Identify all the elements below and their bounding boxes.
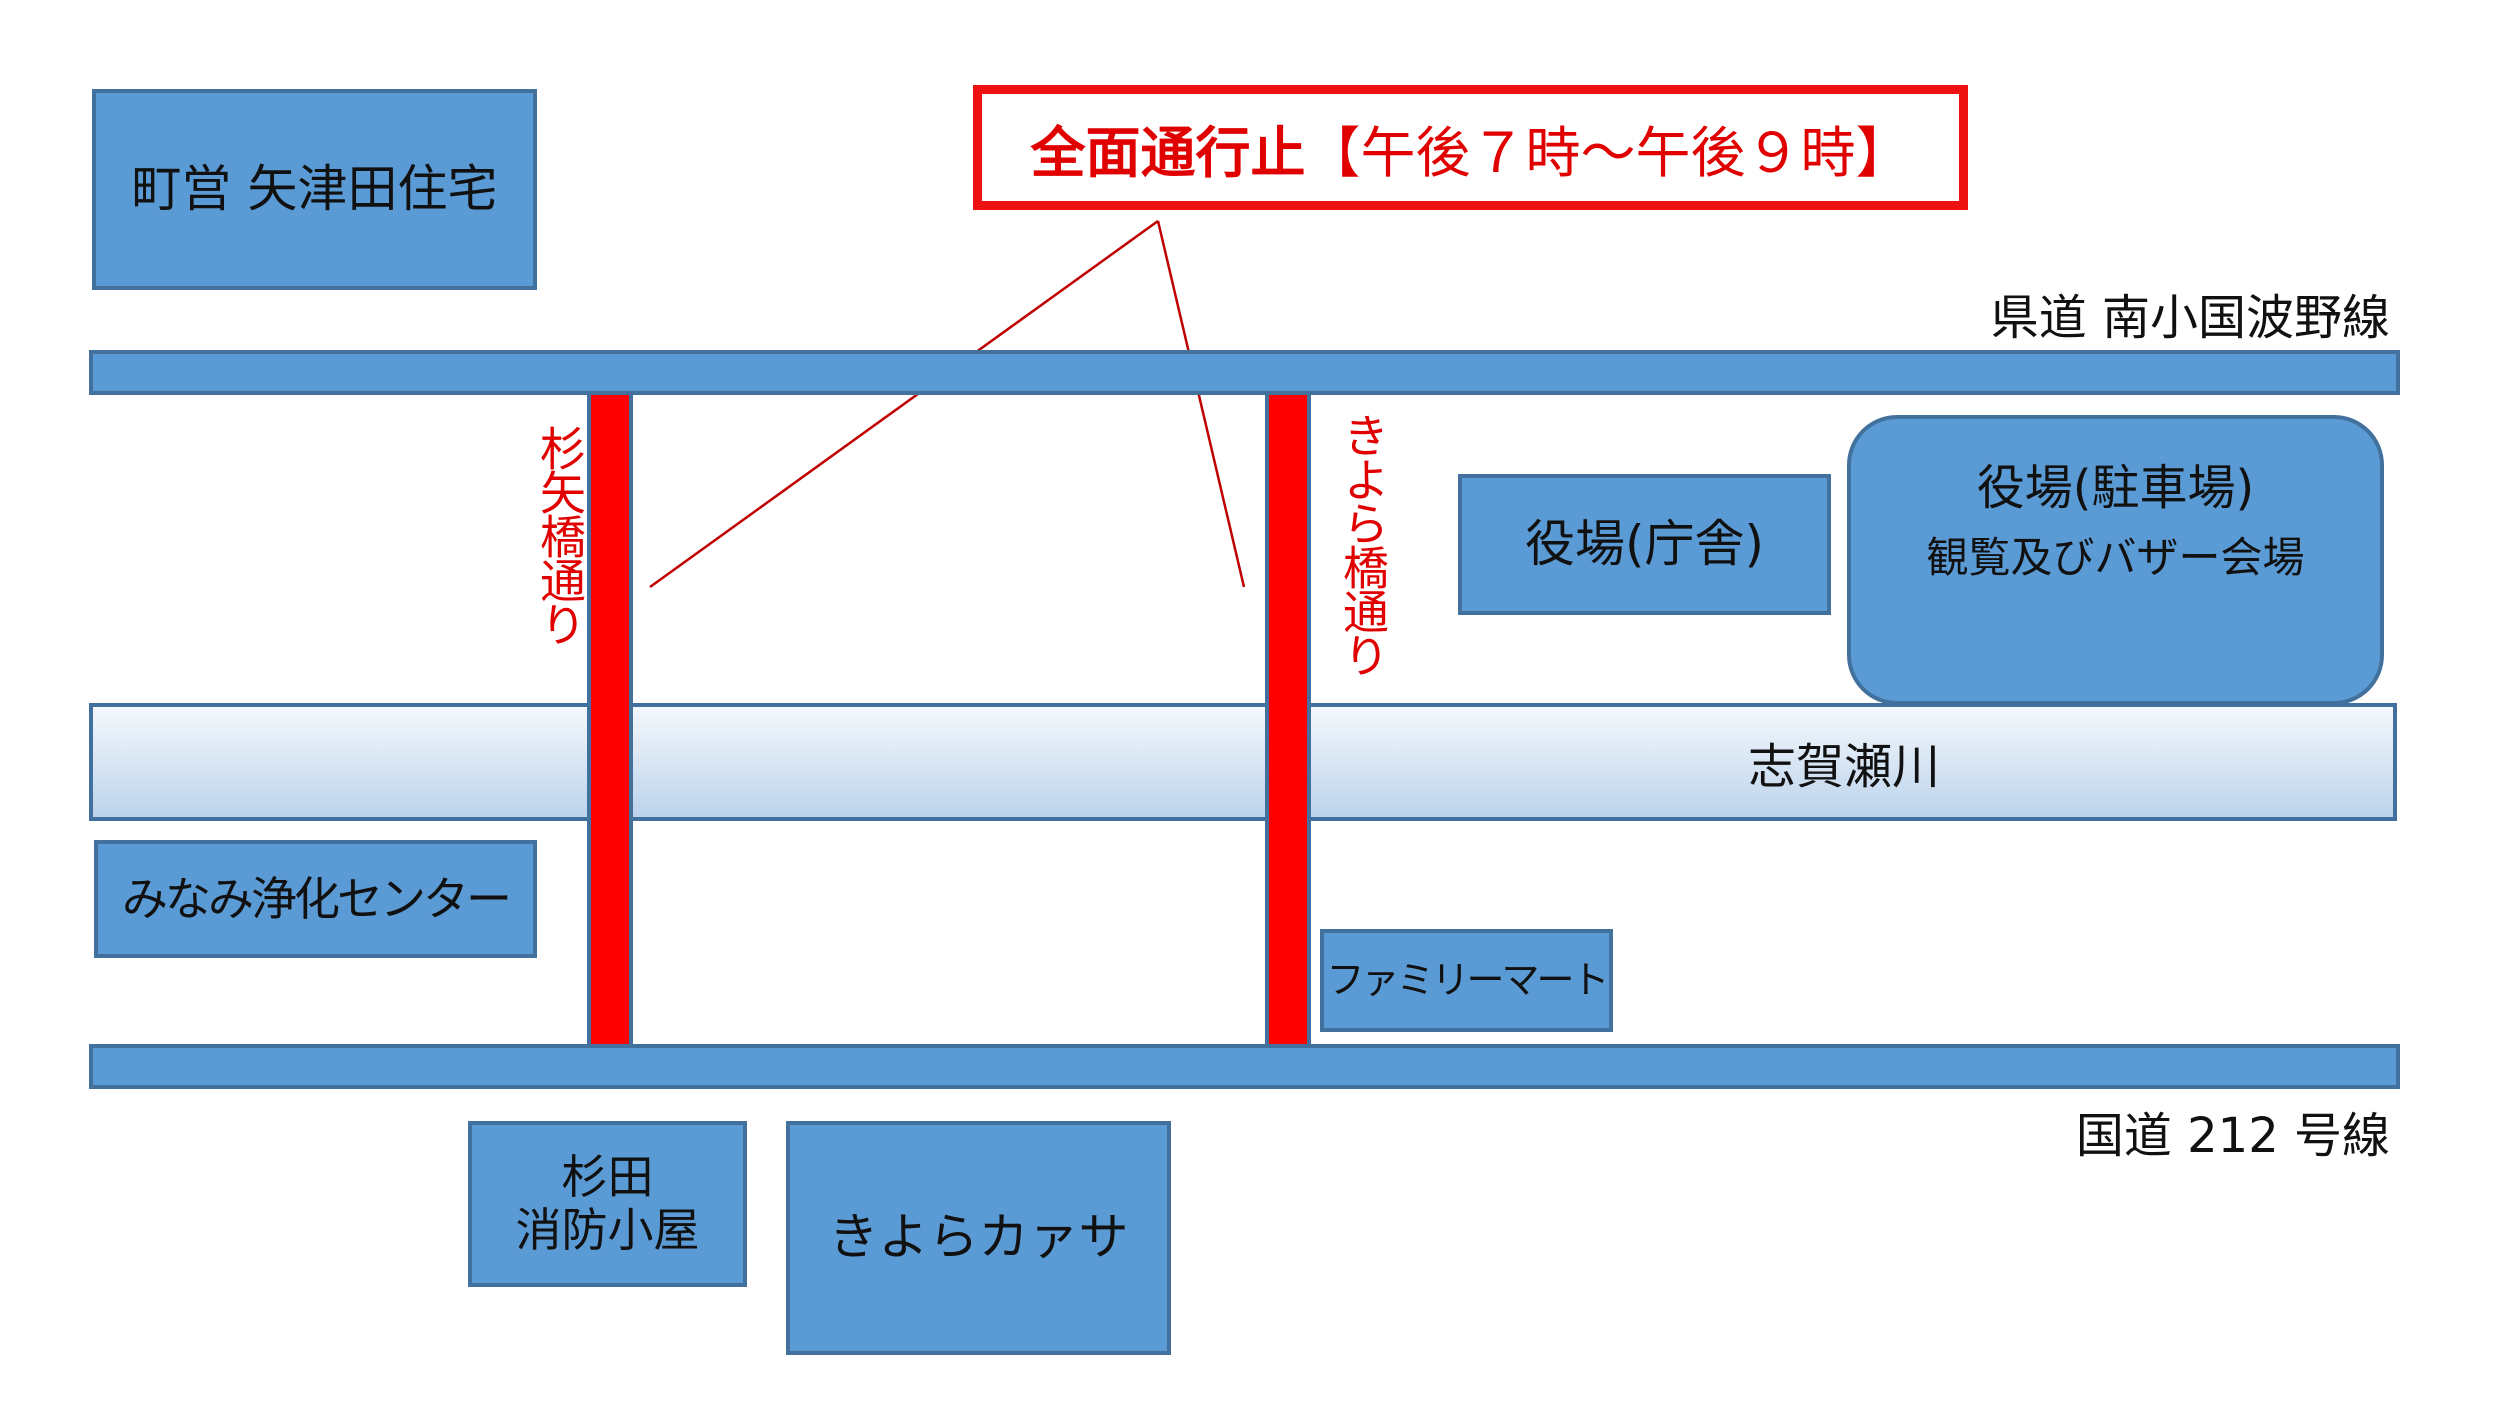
top-road (89, 350, 2400, 395)
building-purification-center: みなみ浄化センター (94, 840, 537, 958)
closed-road-right (1265, 395, 1311, 1044)
parking-label: 役場(駐車場) (1976, 460, 2255, 516)
fire-station-label-1: 杉田 (561, 1150, 654, 1205)
venue-label: 観覧及びバザー会場 (1926, 533, 2305, 583)
building-familymart: ファミリーマート (1320, 929, 1613, 1032)
building-fire-station: 杉田 消防小屋 (468, 1121, 747, 1287)
building-parking-venue: 役場(駐車場) 観覧及びバザー会場 (1847, 415, 2384, 705)
bottom-road (89, 1044, 2400, 1089)
building-town-office: 役場(庁舎) (1458, 474, 1831, 615)
closure-notice: 全面通行止 【午後７時～午後９時】 (973, 85, 1968, 210)
closed-road-left-label: 杉矢橋通り (533, 425, 587, 645)
callout-line-left (649, 219, 1159, 589)
building-housing: 町営 矢津田住宅 (92, 89, 537, 290)
river-label: 志賀瀬川 (1748, 739, 1941, 795)
purification-label: みなみ浄化センター (122, 871, 512, 926)
building-housing-label: 町営 矢津田住宅 (131, 159, 498, 218)
callout-line-right (1156, 220, 1246, 588)
top-road-label: 県道 南小国波野線 (1990, 290, 2390, 346)
bottom-road-label: 国道 212 号線 (2075, 1108, 2390, 1164)
closed-road-left (587, 395, 633, 1044)
building-town-office-label: 役場(庁舎) (1524, 514, 1764, 573)
fire-station-label-2: 消防小屋 (515, 1203, 700, 1257)
kiyora-casa-label: きよらカァサ (828, 1208, 1129, 1267)
closure-time: 【午後７時～午後９時】 (1305, 120, 1911, 185)
river: 志賀瀬川 (89, 703, 2397, 821)
familymart-label: ファミリーマート (1326, 957, 1609, 1002)
closed-road-right-label: きよら橋通り (1336, 412, 1390, 676)
closure-title: 全面通行止 (1030, 120, 1306, 185)
building-kiyora-casa: きよらカァサ (786, 1121, 1171, 1355)
